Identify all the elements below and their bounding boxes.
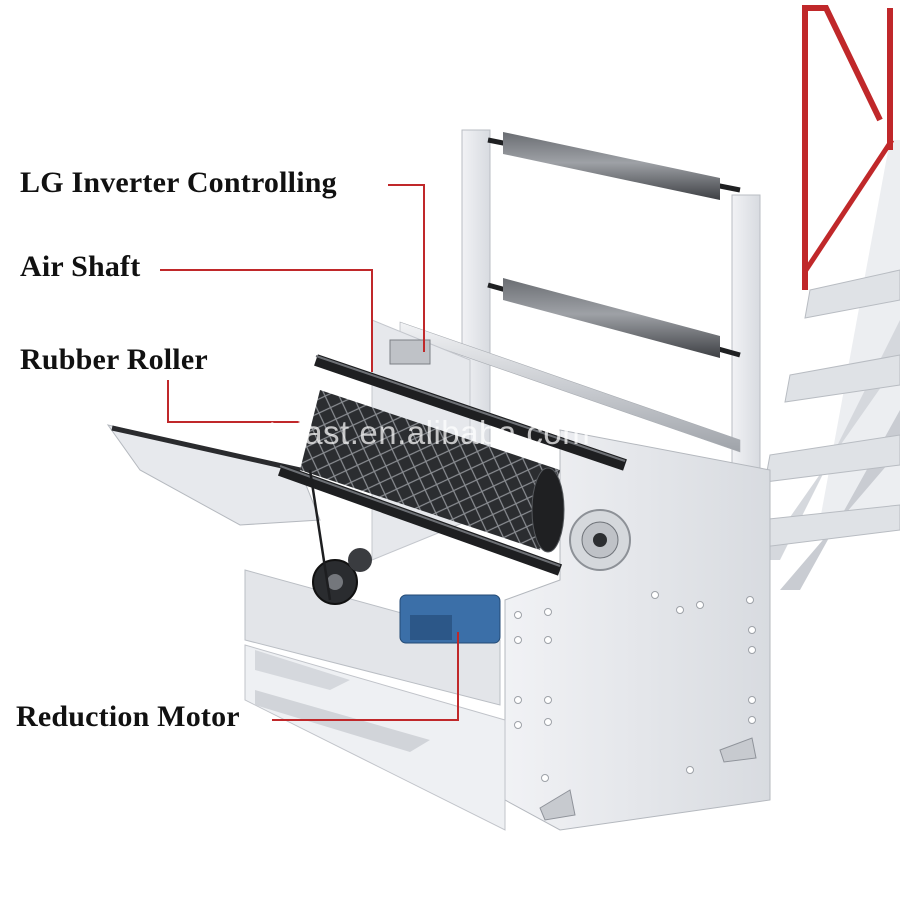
label-lg-inverter-controlling: LG Inverter Controlling xyxy=(20,166,337,199)
leader-line-inverter xyxy=(388,184,425,352)
base-frame xyxy=(244,569,506,831)
label-air-shaft: Air Shaft xyxy=(20,250,141,283)
label-rubber-roller: Rubber Roller xyxy=(20,343,208,376)
leader-line-air-shaft xyxy=(160,269,373,372)
rubber-roller xyxy=(300,390,565,553)
air-shaft xyxy=(277,354,627,576)
feed-tray xyxy=(106,424,321,526)
leader-line-reduction-motor xyxy=(272,632,459,721)
drive-assembly xyxy=(308,469,501,644)
access-stairs xyxy=(754,5,900,590)
side-panel-front xyxy=(504,429,771,831)
leader-lines xyxy=(160,184,459,721)
watermark: cntplast.en.alibaba.com xyxy=(232,414,591,451)
label-reduction-motor: Reduction Motor xyxy=(16,700,240,733)
leader-line-rubber-roller xyxy=(167,380,300,423)
upright-frame xyxy=(399,129,761,491)
